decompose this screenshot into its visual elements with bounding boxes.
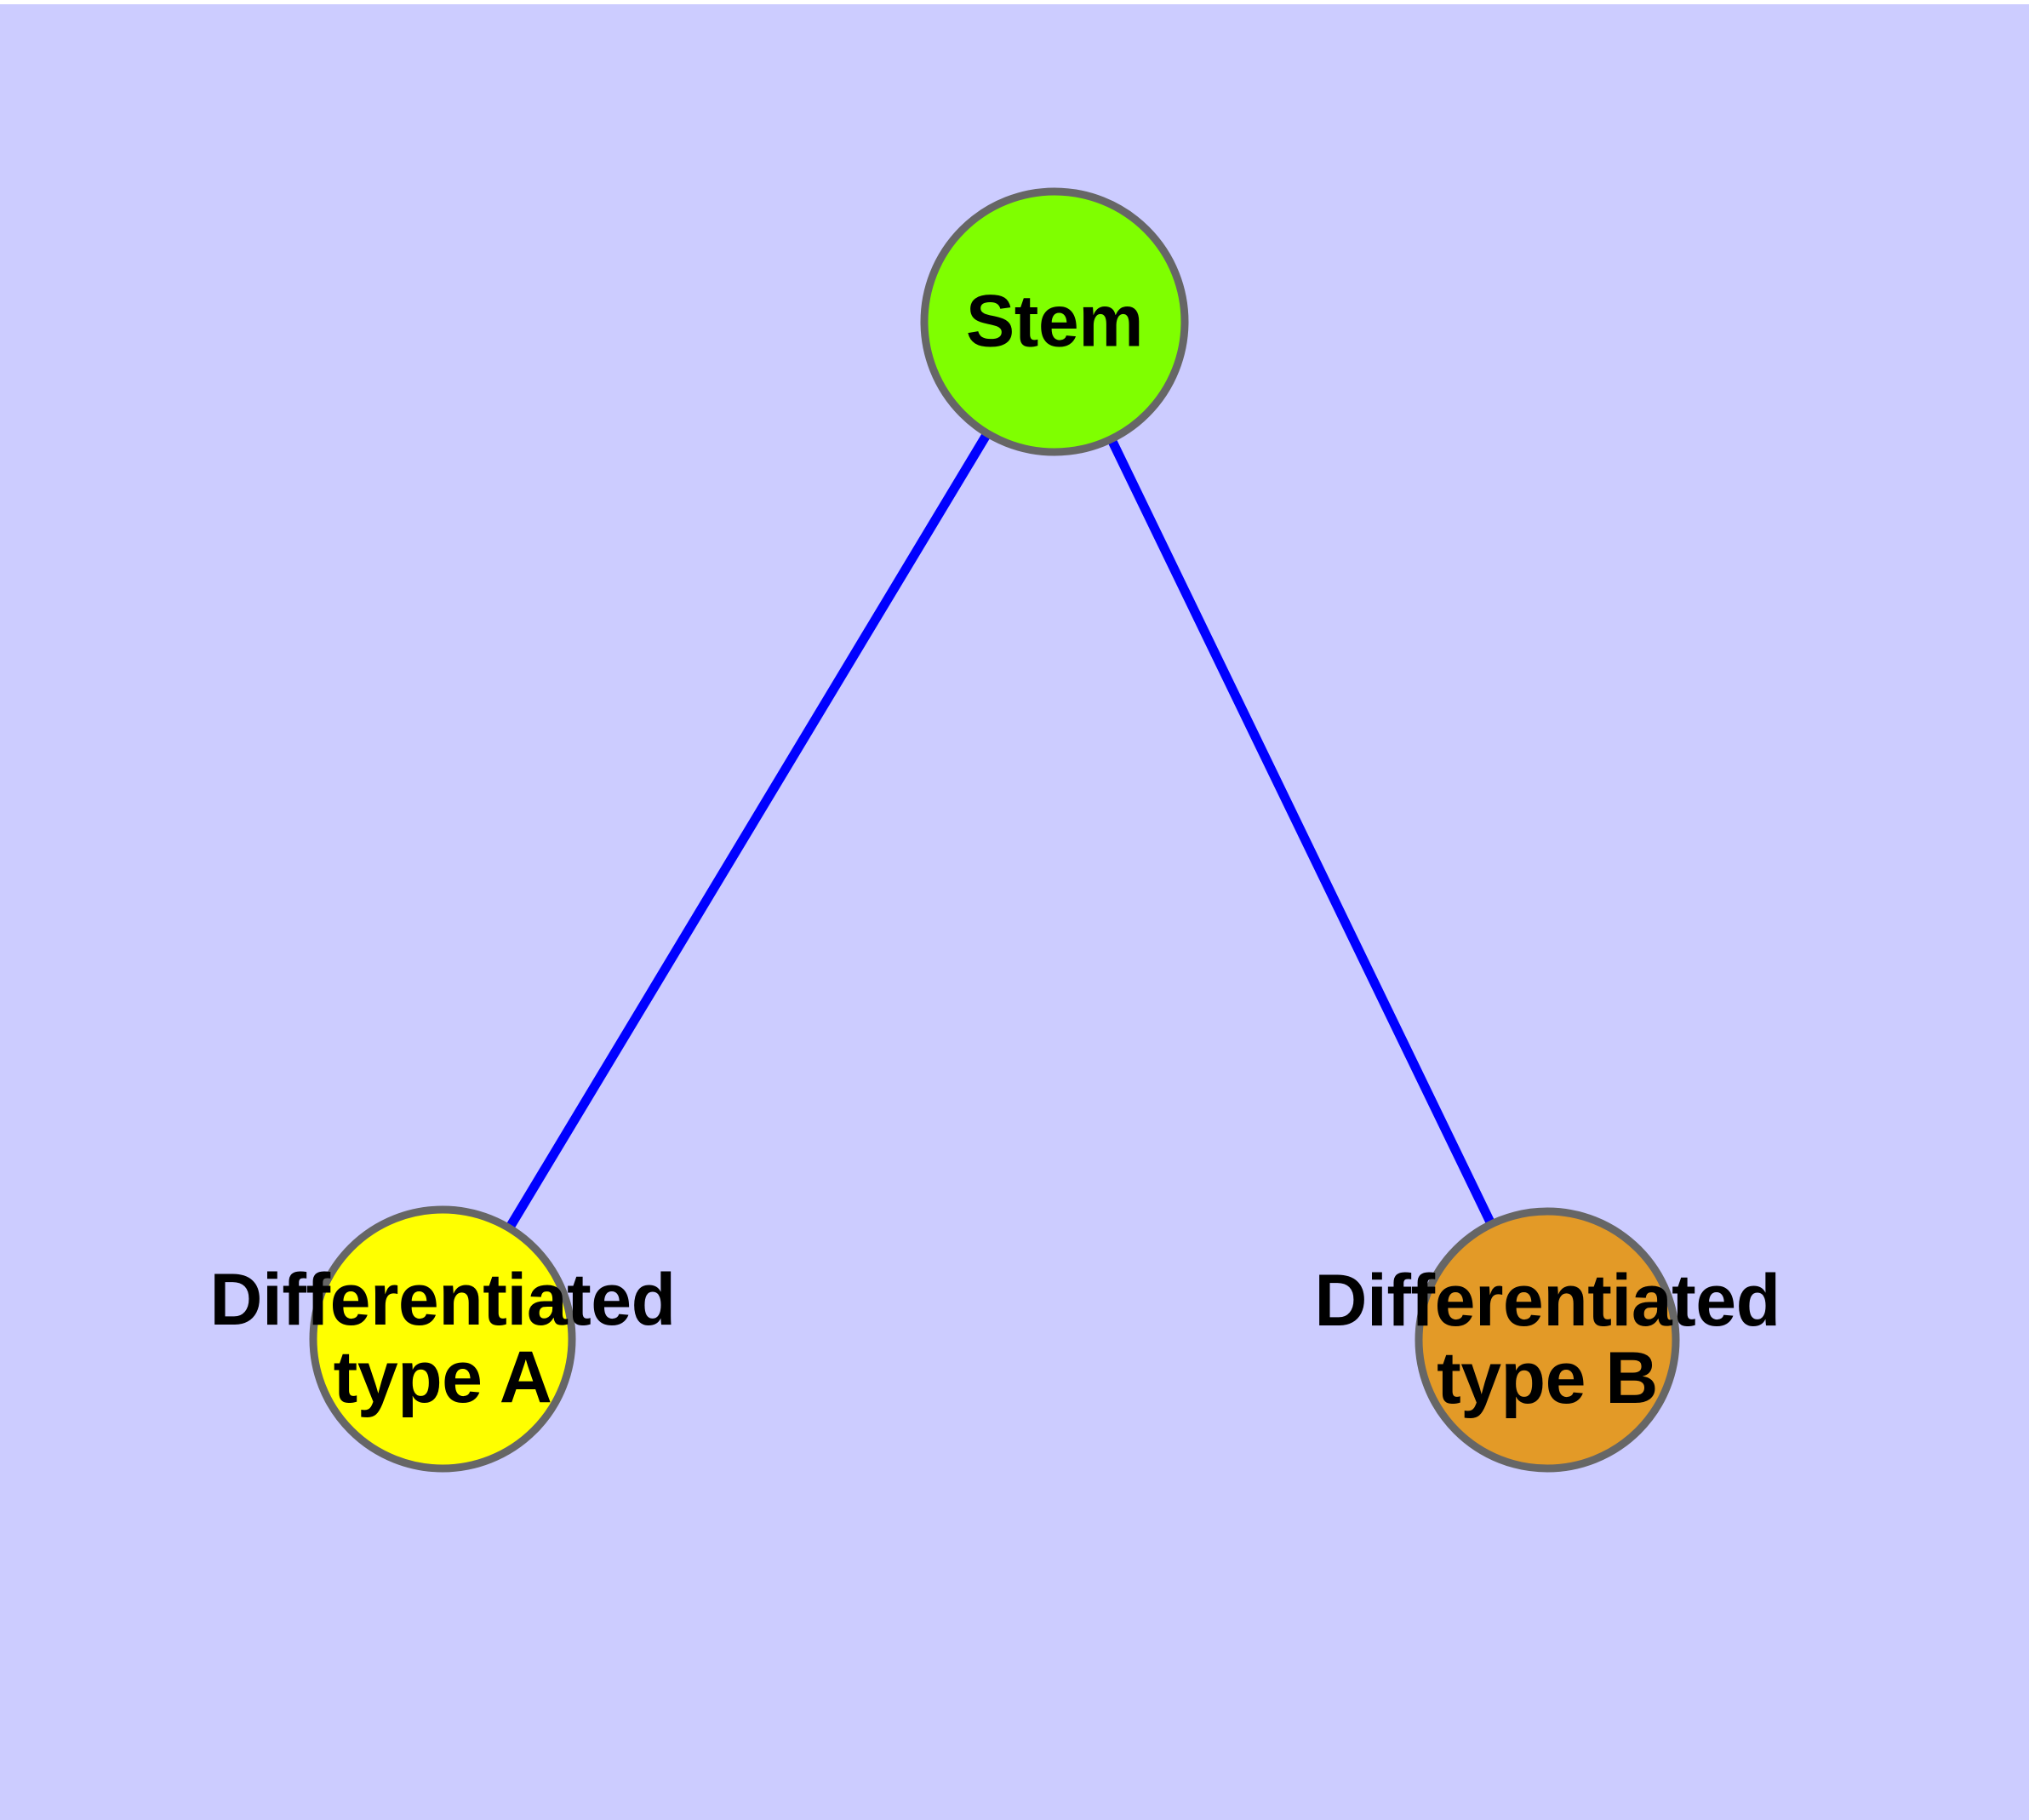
node-stem[interactable] <box>920 187 1189 456</box>
edge-stem-diff-a[interactable] <box>505 431 992 1231</box>
edge-stem-diff-b[interactable] <box>1106 437 1496 1227</box>
node-diff_b[interactable] <box>1415 1207 1680 1473</box>
node-diff_a[interactable] <box>309 1205 576 1473</box>
edges-group <box>505 431 1496 1231</box>
nodes-group <box>309 187 1680 1473</box>
